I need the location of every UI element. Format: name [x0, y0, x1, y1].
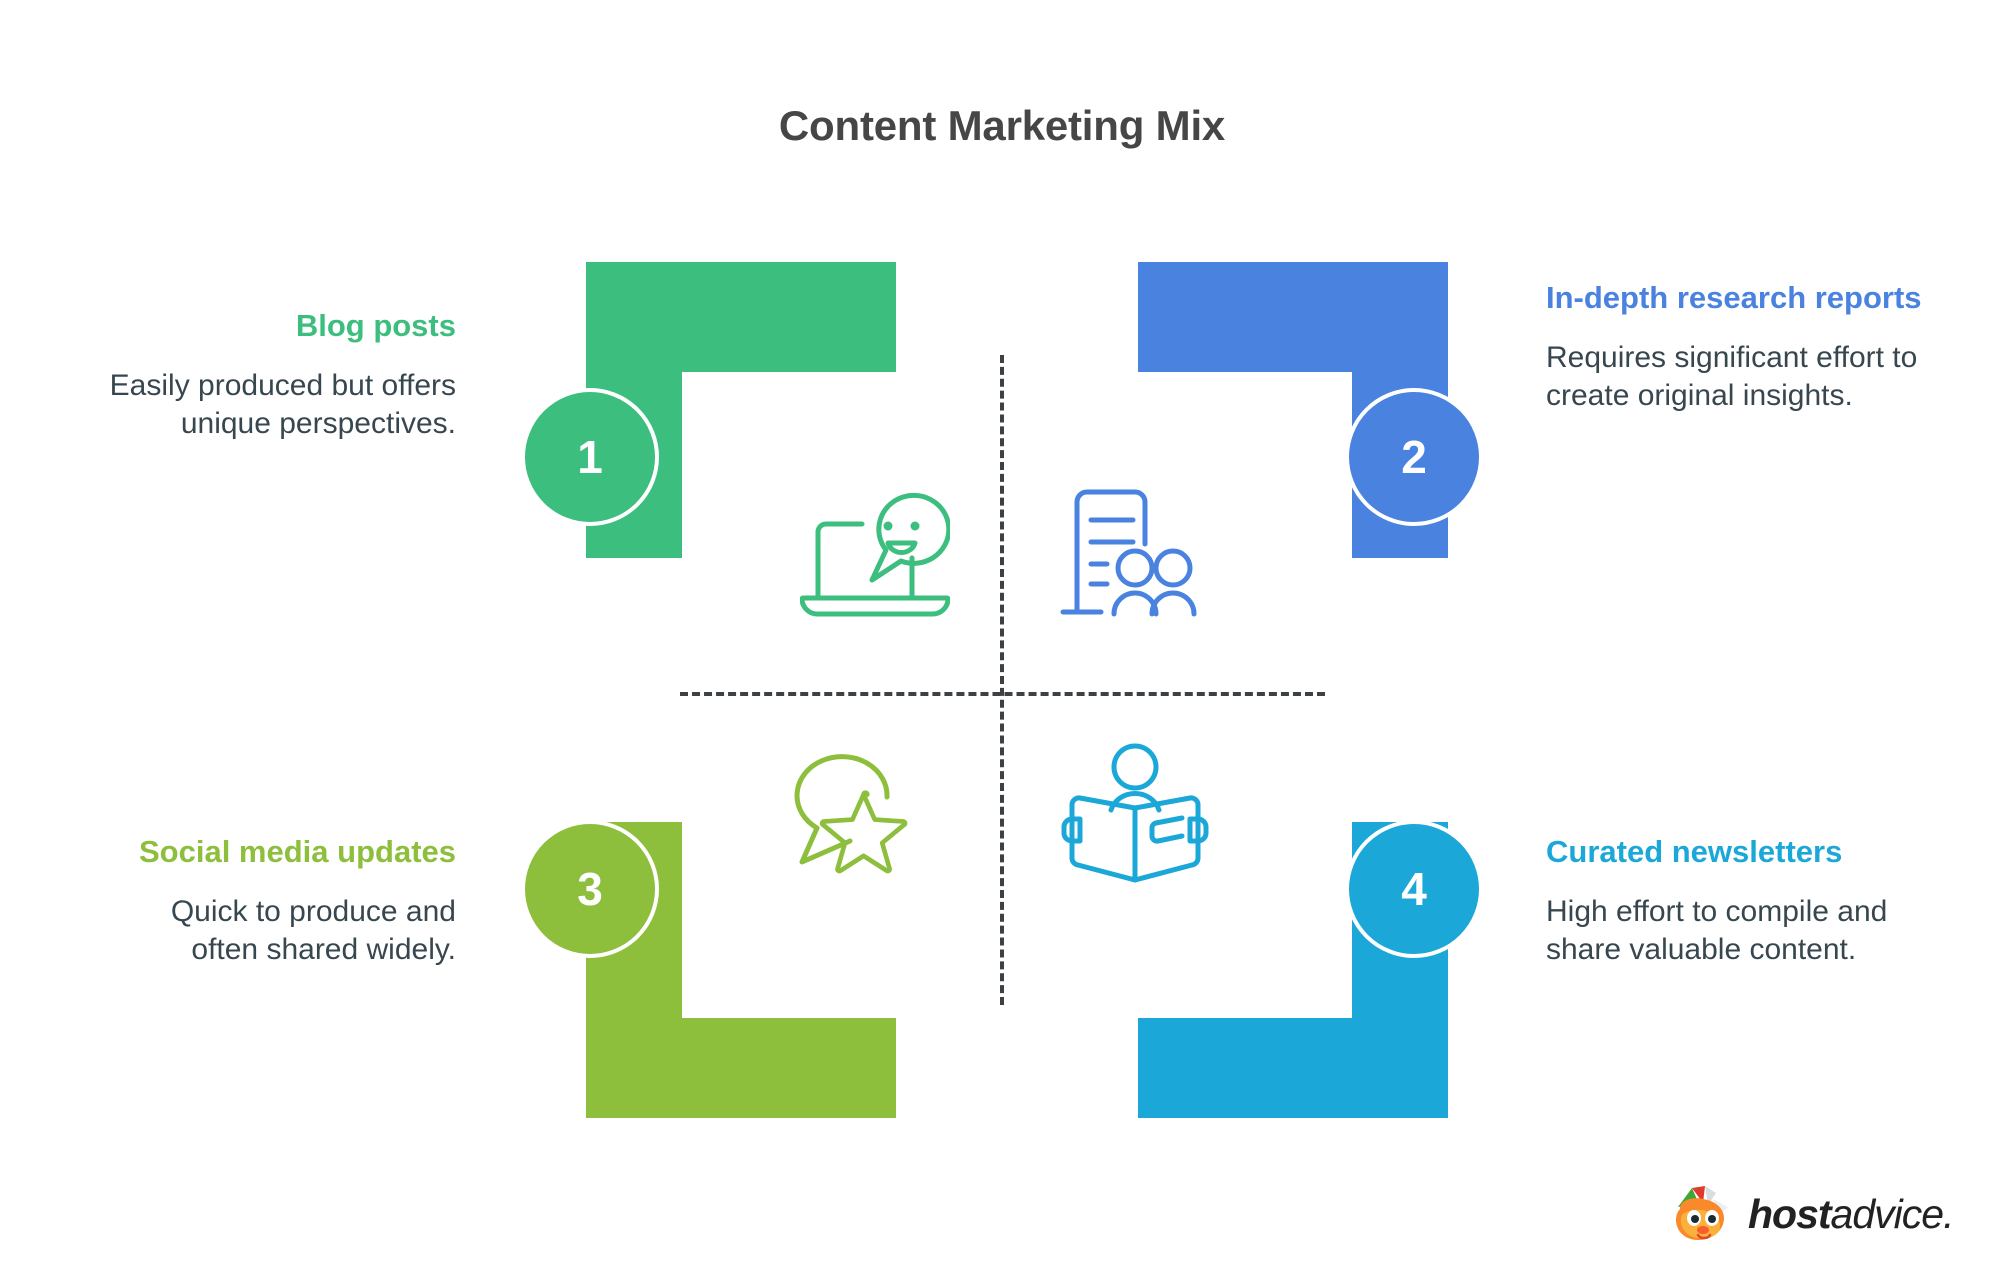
quadrant-1-number-badge[interactable]: 1 [521, 388, 659, 526]
quadrant-4-number-badge[interactable]: 4 [1345, 820, 1483, 958]
quadrant-3-body: Quick to produce and often shared widely… [170, 895, 456, 967]
quadrant-3-number: 3 [577, 863, 603, 915]
quadrant-1-text-block: Blog posts Easily produced but offers un… [60, 306, 456, 444]
hostadvice-logo[interactable]: hostadvice. [1672, 1185, 1955, 1243]
quadrant-2-number: 2 [1401, 431, 1427, 483]
quadrant-3-heading: Social media updates [139, 834, 456, 869]
logo-wordmark: hostadvice. [1748, 1190, 1955, 1238]
quadrant-4-heading: Curated newsletters [1546, 834, 1843, 869]
quadrant-2-body: Requires significant effort to create or… [1546, 341, 1918, 413]
quadrant-3-text-block: Social media updates Quick to produce an… [100, 832, 456, 970]
vertical-divider [1000, 355, 1004, 1005]
horizontal-divider [680, 692, 1325, 696]
laptop-chat-smiley-icon [800, 492, 950, 617]
quadrant-4-text-block: Curated newsletters High effort to compi… [1546, 832, 1946, 970]
document-people-icon [1060, 489, 1197, 617]
quadrant-1-bar-top [586, 262, 896, 372]
quadrant-1-number: 1 [577, 431, 603, 483]
page-title: Content Marketing Mix [778, 102, 1226, 149]
quadrant-1-heading: Blog posts [295, 308, 456, 343]
fox-mascot-icon [1676, 1186, 1728, 1240]
quadrant-4-body: High effort to compile and share valuabl… [1546, 895, 1888, 967]
quadrant-3-number-badge[interactable]: 3 [521, 820, 659, 958]
quadrant-4-bar-bottom [1138, 1018, 1448, 1118]
quadrant-2-text-block: In-depth research reports Requires signi… [1546, 278, 1946, 416]
person-reading-book-icon [1061, 743, 1209, 883]
quadrant-1-body: Easily produced but offers unique perspe… [109, 369, 456, 441]
quadrant-4-number: 4 [1401, 863, 1427, 915]
quadrant-3-bar-bottom [586, 1018, 896, 1118]
logo-advice-text: advice. [1830, 1190, 1955, 1237]
speech-bubble-star-icon [794, 754, 908, 874]
logo-host-text: host [1748, 1190, 1832, 1237]
quadrant-2-number-badge[interactable]: 2 [1345, 388, 1483, 526]
quadrant-2-heading: In-depth research reports [1546, 280, 1922, 315]
quadrant-2-bar-top [1138, 262, 1448, 372]
